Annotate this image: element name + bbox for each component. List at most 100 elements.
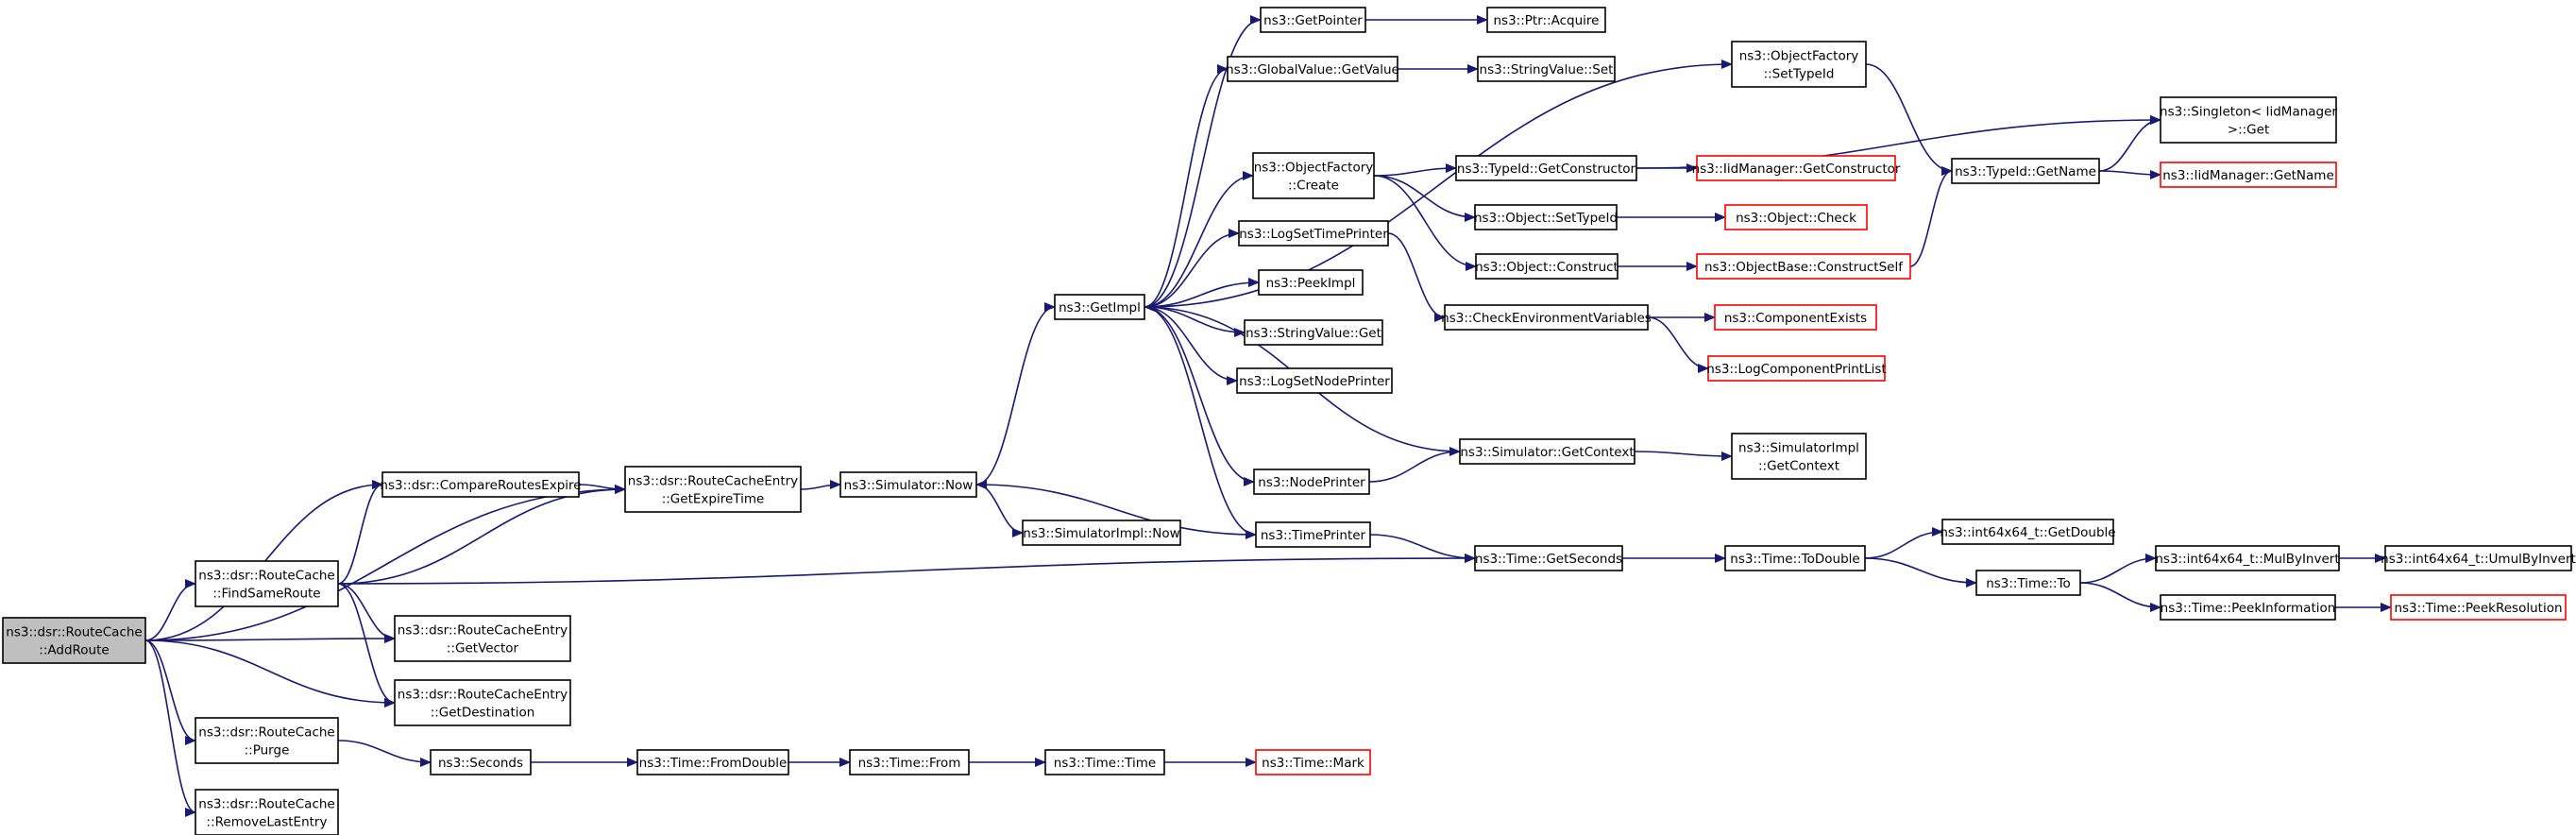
node-box — [1044, 749, 1165, 775]
graph-node-timegetsec[interactable]: ns3::Time::GetSeconds — [1474, 545, 1623, 571]
graph-node-timeprinter[interactable]: ns3::TimePrinter — [1255, 521, 1371, 548]
graph-node-getvector[interactable]: ns3::dsr::RouteCacheEntry::GetVector — [394, 615, 571, 662]
graph-node-svset[interactable]: ns3::StringValue::Set — [1477, 56, 1616, 82]
node-label: ns3::Time::FromDouble — [639, 756, 788, 771]
graph-node-simimplgetctx[interactable]: ns3::SimulatorImpl::GetContext — [1731, 433, 1867, 480]
graph-node-getexpire[interactable]: ns3::dsr::RouteCacheEntry::GetExpireTime — [624, 466, 802, 513]
node-label: ns3::Time::PeekInformation — [2161, 601, 2336, 616]
call-edge-nodeprinter-to-simgetctx — [1368, 447, 1461, 483]
call-edge-tidgetname-to-iidgetname — [2098, 169, 2161, 179]
graph-node-singletonget[interactable]: ns3::Singleton< IidManager >::Get — [2160, 96, 2337, 144]
graph-node-svget[interactable]: ns3::StringValue::Get — [1244, 319, 1383, 346]
node-box — [849, 749, 970, 775]
node-label: ns3::Time::ToDouble — [1730, 552, 1859, 567]
node-layer: ns3::dsr::RouteCache::AddRoutens3::dsr::… — [2, 7, 2576, 835]
graph-node-ofsettid[interactable]: ns3::ObjectFactory::SetTypeId — [1731, 41, 1867, 88]
node-label: ns3::LogSetNodePrinter — [1239, 374, 1390, 389]
graph-node-objsettid[interactable]: ns3::Object::SetTypeId — [1474, 204, 1618, 230]
graph-node-tidgetctor[interactable]: ns3::TypeId::GetConstructor — [1455, 155, 1637, 181]
call-edge-ofcreate-to-tidgetctor — [1373, 163, 1457, 177]
graph-node-logcomplist[interactable]: ns3::LogComponentPrintList — [1706, 355, 1887, 382]
call-edge-timeto-to-i64mulbyinv — [2079, 554, 2157, 584]
graph-node-getimpl[interactable]: ns3::GetImpl — [1054, 294, 1145, 320]
node-box — [2390, 594, 2567, 621]
graph-node-i64umulbyinv[interactable]: ns3::int64x64_t::UmulByInvert — [2381, 545, 2576, 571]
graph-node-fromdouble[interactable]: ns3::Time::FromDouble — [636, 749, 789, 775]
node-label: ::GetDestination — [431, 706, 535, 721]
graph-node-simgetctx[interactable]: ns3::Simulator::GetContext — [1459, 438, 1635, 465]
graph-node-objcheck[interactable]: ns3::Object::Check — [1724, 204, 1868, 230]
call-edge-simgetctx-to-simimplgetctx — [1634, 451, 1733, 461]
node-box — [1260, 7, 1366, 33]
node-label: ::GetContext — [1758, 459, 1839, 474]
node-box — [195, 789, 339, 835]
node-label: ns3::int64x64_t::GetDouble — [1940, 525, 2115, 540]
call-edge-findsame-to-getdest — [337, 583, 396, 707]
node-box — [1475, 253, 1618, 280]
edge-layer — [144, 15, 2392, 817]
graph-node-iidgetctor[interactable]: ns3::IidManager::GetConstructor — [1692, 155, 1901, 181]
node-label: ns3::int64x64_t::UmulByInvert — [2381, 552, 2576, 567]
node-label: ns3::CheckEnvironmentVariables — [1441, 311, 1652, 326]
node-label: ns3::Object::Construct — [1475, 260, 1618, 275]
graph-node-i64getdouble[interactable]: ns3::int64x64_t::GetDouble — [1940, 519, 2116, 545]
node-box — [195, 717, 339, 764]
call-edge-timeto-to-timepeekinfo — [2079, 582, 2161, 612]
graph-node-peekimpl[interactable]: ns3::PeekImpl — [1258, 269, 1364, 296]
graph-node-tidgetname[interactable]: ns3::TypeId::GetName — [1951, 158, 2100, 184]
call-edge-obconstructself-to-tidgetname — [1909, 166, 1953, 267]
graph-node-ptracquire[interactable]: ns3::Ptr::Acquire — [1486, 7, 1606, 33]
graph-node-compare[interactable]: ns3::dsr::CompareRoutesExpire — [380, 471, 582, 498]
call-edge-getimpl-to-getpointer — [1144, 15, 1262, 308]
graph-node-i64mulbyinv[interactable]: ns3::int64x64_t::MulByInvert — [2155, 545, 2340, 571]
node-box — [2, 617, 146, 664]
node-box — [1244, 319, 1383, 346]
graph-node-timemark[interactable]: ns3::Time::Mark — [1255, 749, 1371, 775]
graph-node-timepeekinfo[interactable]: ns3::Time::PeekInformation — [2160, 594, 2336, 621]
graph-node-findsame[interactable]: ns3::dsr::RouteCache::FindSameRoute — [195, 560, 339, 607]
graph-node-logsetnode[interactable]: ns3::LogSetNodePrinter — [1236, 367, 1393, 394]
node-label: ns3::dsr::RouteCacheEntry — [398, 688, 568, 703]
node-label: ::GetExpireTime — [662, 492, 765, 507]
call-edge-findsame-to-getexpire — [337, 485, 626, 585]
node-label: ::Purge — [245, 743, 290, 758]
node-box — [1054, 294, 1145, 320]
node-box — [1252, 152, 1375, 199]
graph-node-timefrom[interactable]: ns3::Time::From — [849, 749, 970, 775]
graph-node-getdest[interactable]: ns3::dsr::RouteCacheEntry::GetDestinatio… — [394, 679, 571, 726]
node-label: ns3::Object::SetTypeId — [1474, 211, 1618, 226]
node-box — [2155, 545, 2340, 571]
node-box — [1474, 545, 1623, 571]
graph-node-getpointer[interactable]: ns3::GetPointer — [1260, 7, 1366, 33]
graph-node-timepeekres[interactable]: ns3::Time::PeekResolution — [2390, 594, 2567, 621]
node-box — [1455, 155, 1637, 181]
node-label: ::AddRoute — [39, 643, 109, 658]
call-edge-addroute-to-purge — [144, 639, 196, 745]
node-box — [1258, 269, 1364, 296]
node-label: ::RemoveLastEntry — [207, 815, 328, 830]
graph-node-checkenv[interactable]: ns3::CheckEnvironmentVariables — [1441, 304, 1652, 331]
graph-node-ofcreate[interactable]: ns3::ObjectFactory::Create — [1252, 152, 1375, 199]
graph-node-objconstruct[interactable]: ns3::Object::Construct — [1475, 253, 1618, 280]
graph-node-removelast[interactable]: ns3::dsr::RouteCache::RemoveLastEntry — [195, 789, 339, 835]
call-edge-ofcreate-to-objconstruct — [1373, 175, 1477, 271]
call-edge-ofcreate-to-objsettid — [1373, 175, 1476, 222]
graph-node-obconstructself[interactable]: ns3::ObjectBase::ConstructSelf — [1696, 253, 1911, 280]
node-box — [1486, 7, 1606, 33]
graph-node-timeto[interactable]: ns3::Time::To — [1975, 570, 2081, 596]
node-label: ns3::SimulatorImpl — [1738, 441, 1859, 456]
call-edge-ofsettid-to-tidgetname — [1865, 63, 1953, 176]
graph-node-seconds[interactable]: ns3::Seconds — [430, 749, 532, 775]
node-label: ns3::ComponentExists — [1724, 311, 1867, 326]
graph-node-timetime[interactable]: ns3::Time::Time — [1044, 749, 1165, 775]
graph-node-logsettime[interactable]: ns3::LogSetTimePrinter — [1238, 220, 1389, 247]
graph-node-nodeprinter[interactable]: ns3::NodePrinter — [1253, 469, 1370, 495]
graph-node-timetodouble[interactable]: ns3::Time::ToDouble — [1724, 545, 1866, 571]
node-label: ns3::ObjectBase::ConstructSelf — [1704, 260, 1904, 275]
graph-node-purge[interactable]: ns3::dsr::RouteCache::Purge — [195, 717, 339, 764]
graph-node-gvgetvalue[interactable]: ns3::GlobalValue::GetValue — [1226, 56, 1399, 82]
graph-node-simimplnow[interactable]: ns3::SimulatorImpl::Now — [1022, 520, 1181, 546]
graph-node-simnow[interactable]: ns3::Simulator::Now — [839, 471, 977, 498]
graph-node-compexists[interactable]: ns3::ComponentExists — [1714, 304, 1877, 331]
graph-node-iidgetname[interactable]: ns3::IidManager::GetName — [2160, 162, 2337, 188]
